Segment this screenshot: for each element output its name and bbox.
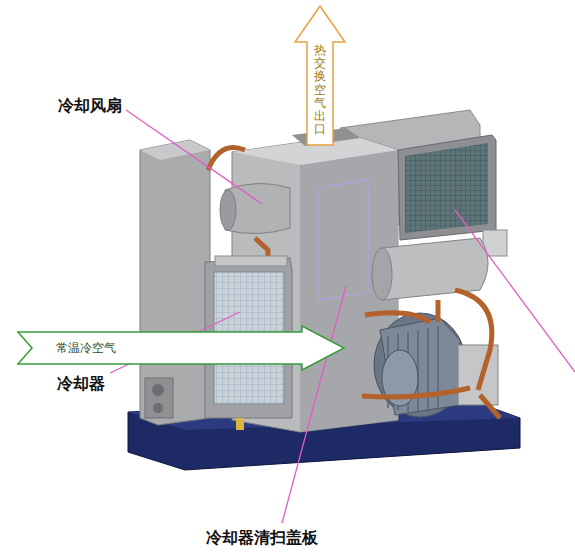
leader-line [282,286,346,523]
inlet-arrow: 常温冷空气 [18,326,346,370]
part-label: 冷却器清扫盖板 [206,528,318,549]
leader-line [126,110,262,204]
arrow-text: 常温冷空气 [56,340,116,357]
arrow-text: 热交换空气出口 [314,6,326,136]
part-label: 冷却风扇 [58,96,122,117]
part-label: 冷却器 [57,374,105,395]
outlet-arrow: 热交换空气出口 [295,6,345,145]
leader-line [455,210,575,372]
